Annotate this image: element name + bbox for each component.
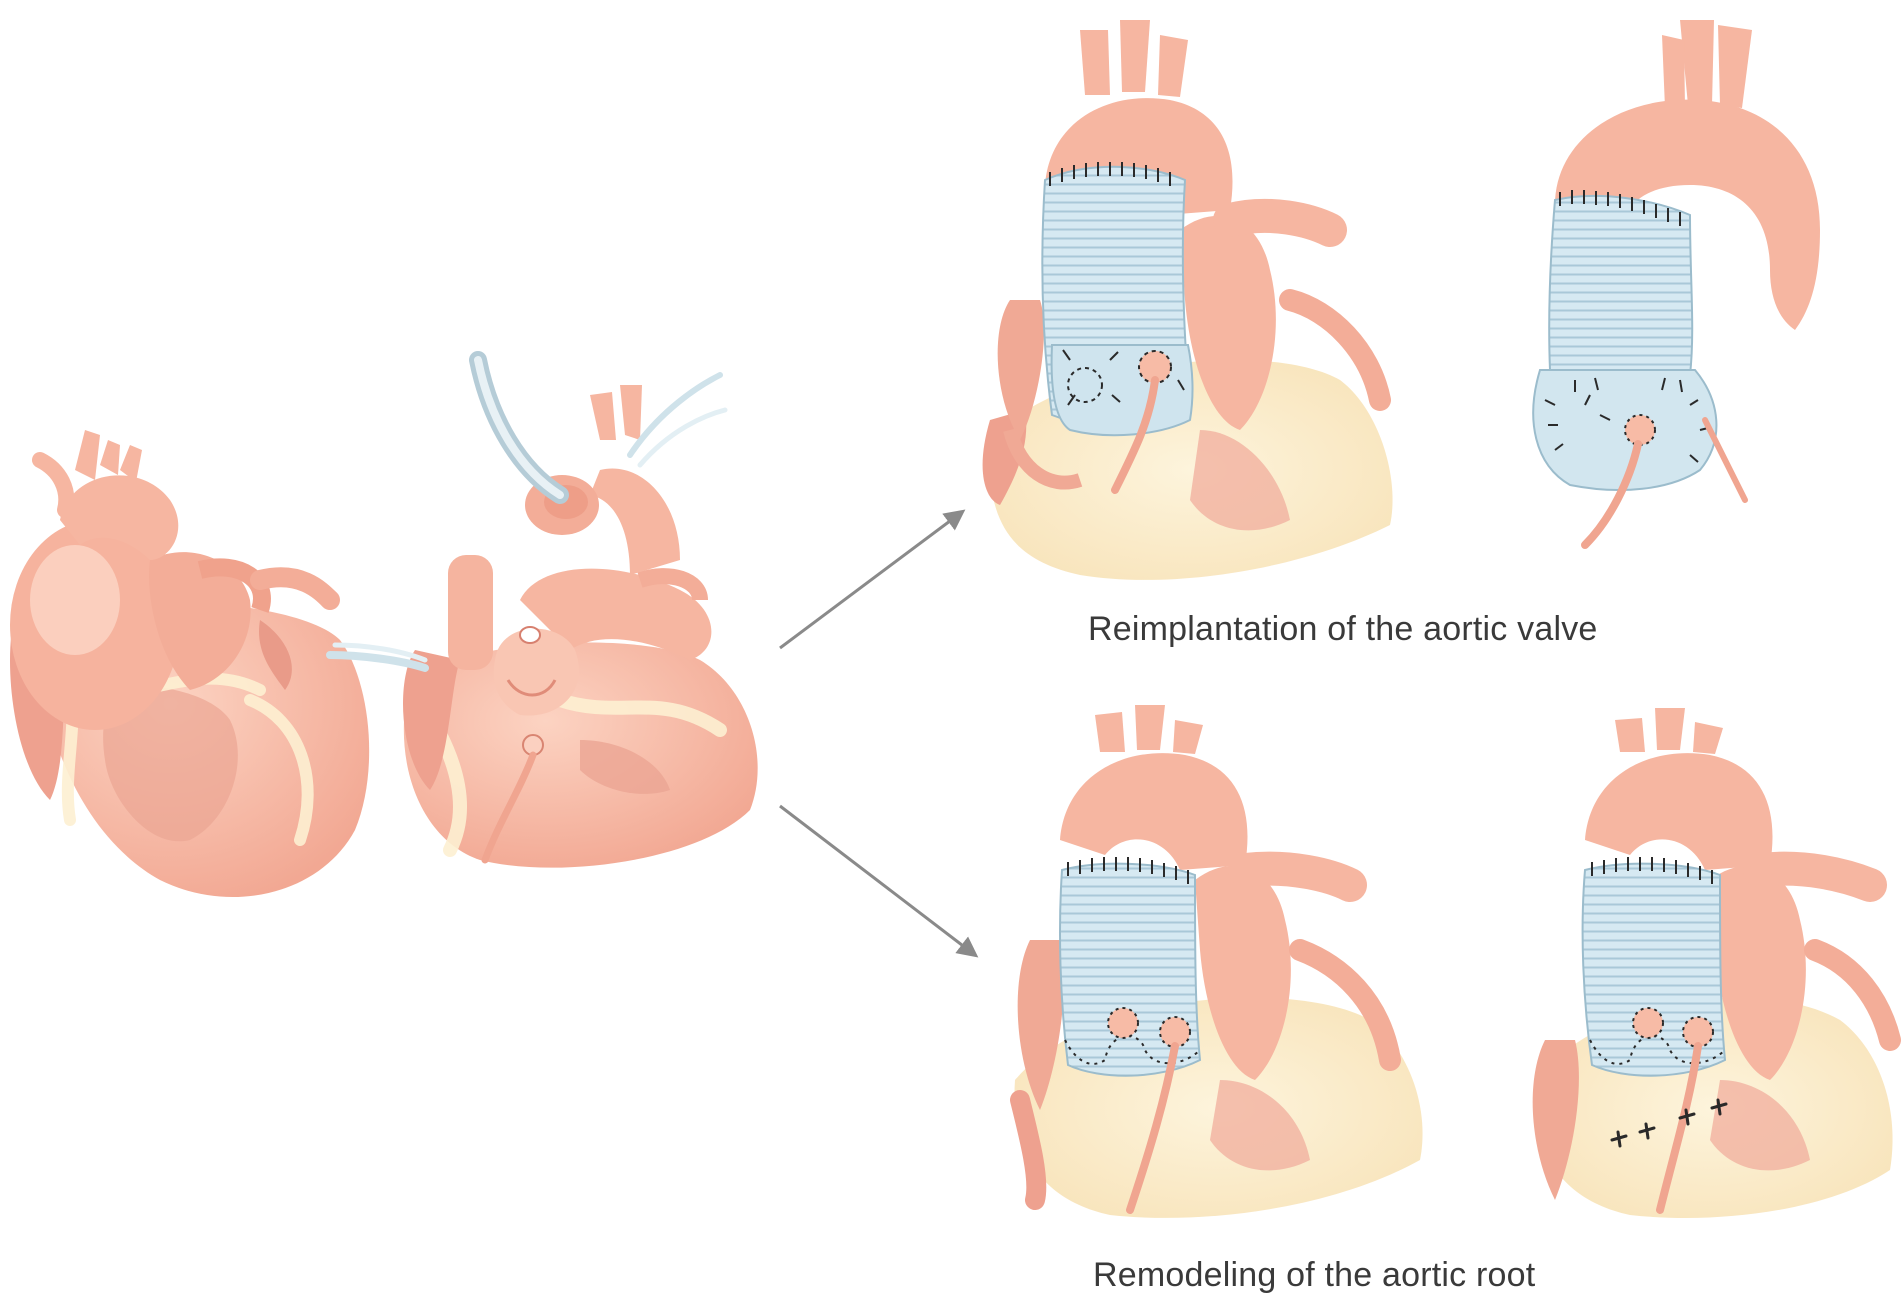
reimplantation-front-illustration	[982, 20, 1393, 580]
remodeling-caption: Remodeling of the aortic root	[1093, 1256, 1536, 1294]
reimplantation-isolated-graft-illustration	[1532, 20, 1820, 549]
remodeling-annuloplasty-illustration	[1532, 708, 1901, 1218]
arrow-to-remodeling	[779, 804, 979, 958]
arrow-to-reimplantation	[779, 509, 966, 650]
reimplantation-caption: Reimplantation of the aortic valve	[1088, 610, 1598, 648]
dilated-aortic-root-heart-illustration	[10, 430, 370, 898]
excised-aortic-root-heart-illustration	[326, 351, 758, 868]
remodeling-front-illustration	[1010, 705, 1423, 1218]
